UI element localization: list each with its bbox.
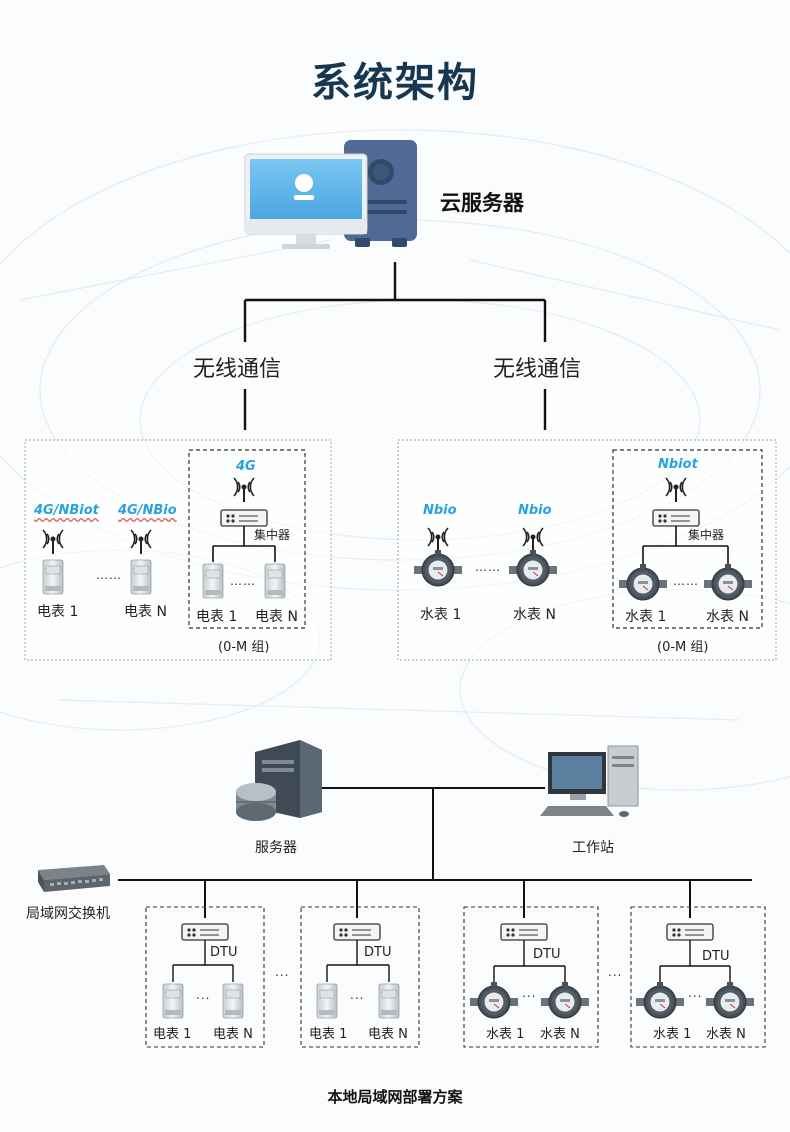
concentrator-lines: [642, 526, 729, 566]
ellipsis: ...: [196, 988, 211, 1002]
page-title: 系统架构: [311, 60, 479, 106]
meter-label: 电表 N: [213, 1027, 253, 1042]
electric-meter-icon: [378, 983, 400, 1019]
meter-label: 电表 1: [309, 1027, 348, 1042]
dtu-group-box: [463, 906, 599, 1048]
meter-label: 电表 1: [153, 1027, 192, 1042]
concentrator-icon: [220, 509, 268, 527]
protocol-label: Nbio: [423, 503, 457, 518]
ellipsis: ……: [96, 568, 122, 582]
ellipsis: ...: [350, 988, 365, 1002]
meter-label: 水表 N: [706, 609, 749, 625]
meter-label: 电表 1: [37, 604, 79, 620]
dtu-lines: [493, 940, 566, 982]
water-meter-icon: [540, 981, 590, 1019]
ellipsis: ……: [673, 574, 699, 588]
electric-meter-icon: [316, 983, 338, 1019]
switch-icon: [38, 865, 110, 892]
meter-label: 电表 N: [124, 604, 167, 620]
dtu-icon: [666, 923, 714, 941]
water-meter-icon: [705, 981, 755, 1019]
protocol-label: 4G/NBiot: [34, 503, 99, 518]
dtu-label: DTU: [702, 949, 730, 964]
dtu-icon: [500, 923, 548, 941]
meter-label: 电表 N: [368, 1027, 408, 1042]
protocol-label: Nbio: [518, 503, 552, 518]
dtu-lines: [172, 940, 234, 982]
server-icon: [236, 740, 322, 821]
cloud-server-icon: [244, 140, 417, 249]
electric-group-box: [24, 439, 332, 661]
cloud-connection-lines: [243, 262, 547, 430]
wireless-label-right: 无线通信: [493, 357, 582, 382]
workstation-icon: [540, 745, 639, 817]
meter-label: 水表 N: [706, 1027, 746, 1042]
wireless-label-left: 无线通信: [193, 357, 282, 382]
dtu-group-box: [145, 906, 265, 1048]
electric-meter-icon: [162, 983, 184, 1019]
dtu-lines: [659, 940, 731, 982]
electric-meter-icon: [222, 983, 244, 1019]
dtu-group-box: [300, 906, 420, 1048]
dtu-icon: [333, 923, 381, 941]
meter-label: 水表 N: [540, 1027, 580, 1042]
concentrator-icon: [652, 509, 700, 527]
meter-label: 水表 1: [625, 609, 667, 625]
ellipsis: ...: [688, 986, 703, 1000]
protocol-label: Nbiot: [658, 457, 698, 472]
electric-meter-icon: [264, 563, 286, 599]
group-note: (0-M 组): [218, 640, 270, 655]
dtu-label: DTU: [364, 945, 392, 960]
water-concentrator-box: [612, 449, 763, 629]
ellipsis: ……: [230, 574, 256, 588]
electric-meter-icon: [42, 559, 64, 595]
water-meter-icon: [469, 981, 519, 1019]
water-group-box: [397, 439, 777, 661]
protocol-label: 4G: [236, 459, 256, 474]
group-note: (0-M 组): [657, 640, 709, 655]
ellipsis: ...: [522, 986, 537, 1000]
dtu-label: DTU: [533, 947, 561, 962]
meter-label: 电表 N: [255, 609, 298, 625]
ellipsis: ...: [608, 965, 623, 979]
concentrator-label: 集中器: [688, 528, 725, 542]
dtu-lines: [326, 940, 390, 982]
lan-lines: [118, 787, 752, 918]
dtu-label: DTU: [210, 945, 238, 960]
meter-label: 水表 N: [513, 607, 556, 623]
concentrator-lines: [212, 526, 276, 562]
cloud-server-label: 云服务器: [440, 191, 524, 215]
switch-label: 局域网交换机: [26, 906, 110, 922]
meter-label: 水表 1: [653, 1027, 692, 1042]
water-meter-icon: [635, 981, 685, 1019]
electric-meter-icon: [130, 559, 152, 595]
meter-label: 水表 1: [420, 607, 462, 623]
electric-concentrator-box: [188, 449, 306, 629]
protocol-label: 4G/NBio: [118, 503, 177, 518]
server-label: 服务器: [255, 840, 297, 856]
meter-label: 电表 1: [196, 609, 238, 625]
workstation-label: 工作站: [572, 840, 614, 856]
dtu-icon: [181, 923, 229, 941]
ellipsis: ...: [275, 965, 290, 979]
caption: 本地局域网部署方案: [327, 1088, 463, 1106]
concentrator-label: 集中器: [254, 528, 291, 542]
ellipsis: ……: [475, 560, 501, 574]
meter-label: 水表 1: [486, 1027, 525, 1042]
dtu-group-box: [630, 906, 766, 1048]
electric-meter-icon: [202, 563, 224, 599]
